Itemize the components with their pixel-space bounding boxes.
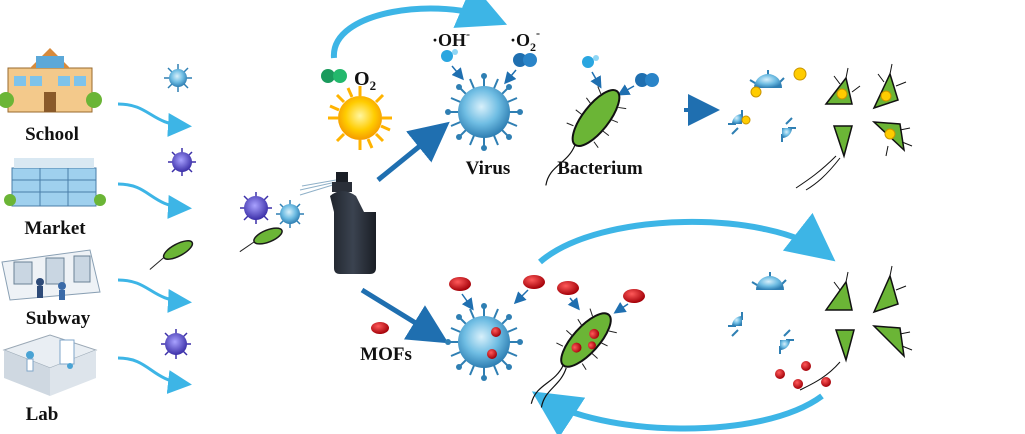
virus-icon xyxy=(161,329,191,359)
virus-label: Virus xyxy=(466,158,511,179)
school-building-icon xyxy=(0,48,102,113)
mof-cycle-arrow-top xyxy=(538,212,836,265)
virus-icon xyxy=(164,64,192,92)
laboratory-icon xyxy=(2,334,98,396)
virus-fragment xyxy=(728,312,743,337)
virus-fragment xyxy=(779,329,794,354)
arrow-market xyxy=(117,182,192,219)
mofs-label: MOFs xyxy=(360,344,412,365)
sun-icon xyxy=(328,86,392,150)
subway-station-icon xyxy=(1,249,101,301)
superoxide-radical-icon xyxy=(635,73,659,87)
virus-icon xyxy=(276,200,304,228)
mof-particle-icon xyxy=(371,322,389,334)
location-label-school: School xyxy=(25,124,79,145)
spray-mist xyxy=(299,179,337,196)
hydroxyl-radical-icon xyxy=(441,49,458,62)
treatment-arrows xyxy=(360,121,450,344)
market-building-icon xyxy=(4,158,106,207)
spray-bottle-icon xyxy=(330,172,376,274)
arrow-to-mofs xyxy=(360,287,449,344)
virus-icon xyxy=(445,73,523,151)
arrow-school xyxy=(117,102,192,137)
location-label-lab: Lab xyxy=(26,404,59,425)
oxygen-molecule-icon xyxy=(321,69,347,83)
bacterium-icon xyxy=(239,227,283,253)
mof-attack-arrows xyxy=(461,289,629,314)
arrow-subway xyxy=(117,278,192,313)
bacterium-fragment xyxy=(795,63,913,191)
virus-fragment xyxy=(728,110,743,135)
released-mof-particles xyxy=(775,361,831,389)
virus-fragment xyxy=(781,117,796,142)
virus-fragment xyxy=(749,70,785,88)
bacterium-label: Bacterium xyxy=(557,158,643,179)
virus-icon xyxy=(445,303,523,381)
bacterium-icon xyxy=(530,308,617,408)
bacterium-fragment xyxy=(799,265,913,391)
hydroxyl-radical-icon xyxy=(582,55,599,68)
location-label-subway: Subway xyxy=(26,308,91,329)
hydroxyl-radical-label: ·OH- xyxy=(432,27,470,50)
o2-label: O2 xyxy=(354,68,376,93)
radical-attack-arrows xyxy=(451,65,635,96)
inactivated-microbes-bottom xyxy=(728,265,913,391)
virus-icon xyxy=(240,192,272,224)
mof-cycle-arrow-bottom xyxy=(531,391,824,434)
arrow-lab xyxy=(117,356,192,394)
location-label-market: Market xyxy=(24,218,86,239)
microbe-cluster xyxy=(239,192,304,253)
transmission-arrows xyxy=(117,102,192,394)
superoxide-radical-label: ·O2- xyxy=(510,26,540,54)
inactivated-microbes-top xyxy=(728,63,913,191)
oxygen-activation-arrow xyxy=(330,0,508,59)
bacterium-icon xyxy=(149,240,194,270)
bacterium-icon xyxy=(545,86,627,186)
virus-fragment xyxy=(751,272,787,290)
arrow-to-photocatalysis xyxy=(376,121,450,182)
virus-icon xyxy=(168,148,196,176)
mof-particles xyxy=(449,275,645,303)
superoxide-radical-icon xyxy=(513,53,537,67)
